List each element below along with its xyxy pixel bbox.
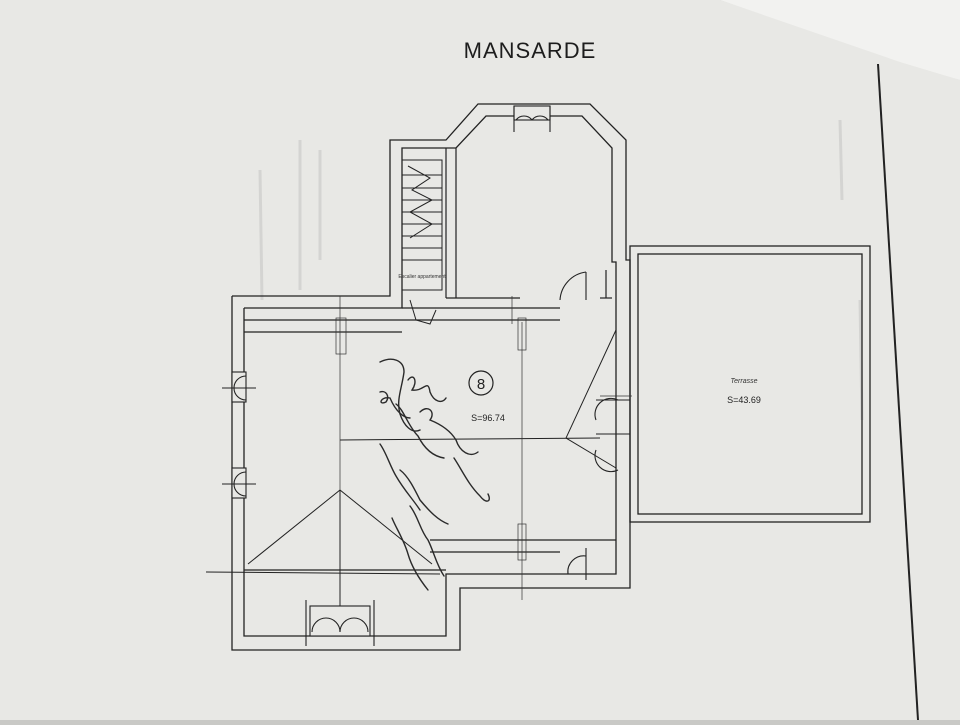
terrace-area-label: S=43.69 <box>727 395 761 405</box>
room-number-circle <box>468 370 494 396</box>
paper-corner <box>720 0 960 80</box>
show-through-marks <box>258 119 864 421</box>
door-symbols <box>222 105 630 646</box>
stair-label: Escalier appartement <box>398 274 446 280</box>
interior-walls <box>244 148 616 571</box>
room-number: 8 <box>477 376 485 393</box>
plan-title: MANSARDE <box>463 38 597 63</box>
stairway <box>401 159 443 325</box>
handwritten-annotation <box>379 358 490 591</box>
construction-lines <box>335 296 632 600</box>
terrace-outline <box>629 245 871 523</box>
outer-walls <box>231 103 631 651</box>
room-area-label: S=96.74 <box>471 413 505 423</box>
terrace-label: Terrasse <box>731 378 758 385</box>
binder-edge-line <box>877 63 919 721</box>
